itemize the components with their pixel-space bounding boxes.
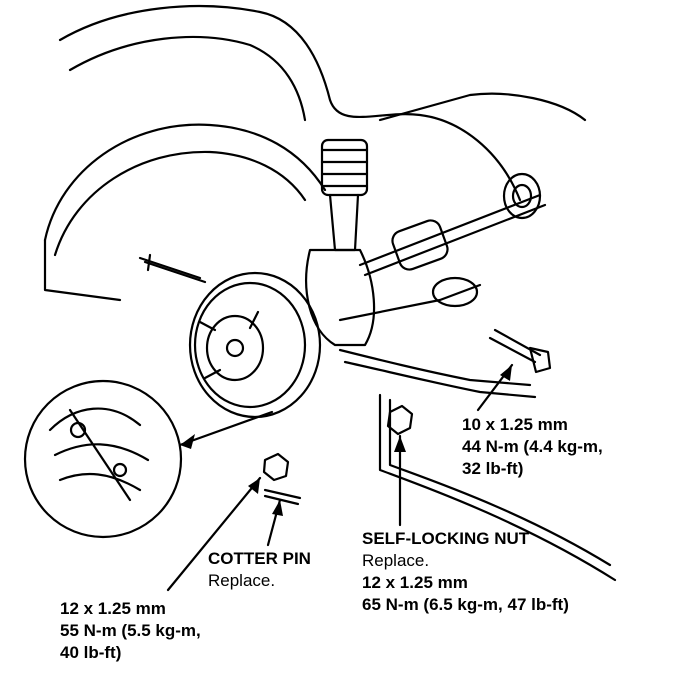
self-locking-nut-shape — [386, 404, 414, 436]
arrowhead-castle — [248, 478, 260, 494]
self-locking-nut-callout: SELF-LOCKING NUT Replace. 12 x 1.25 mm 6… — [362, 528, 569, 616]
lower-arm — [338, 348, 532, 387]
tie-rod-end — [431, 276, 479, 308]
self-locking-nut-size: 12 x 1.25 mm — [362, 573, 468, 592]
self-locking-nut-note: Replace. — [362, 551, 430, 570]
castle-nut-torque-line2: 40 lb-ft) — [60, 643, 122, 662]
castle-nut-torque-line1: 55 N-m (5.5 kg-m, — [60, 621, 201, 640]
tie-rod — [338, 283, 482, 322]
cotter-pin-title: COTTER PIN — [208, 549, 311, 568]
inset-detail-circle — [23, 379, 183, 539]
body-panel-right — [378, 92, 587, 122]
self-locking-nut-title: SELF-LOCKING NUT — [362, 529, 530, 548]
cotter-pin-note: Replace. — [208, 571, 276, 590]
upper-bolt-torque-line2: 32 lb-ft) — [462, 459, 524, 478]
cv-boot — [391, 219, 449, 271]
castle-nut-callout: 12 x 1.25 mm 55 N-m (5.5 kg-m, 40 lb-ft) — [60, 598, 201, 664]
fender-lower — [43, 238, 122, 302]
driveshaft-end — [502, 172, 542, 220]
castle-nut-leader — [166, 476, 262, 592]
inset-leader — [178, 410, 274, 447]
arrowhead-inset — [180, 434, 195, 449]
castle-nut-size: 12 x 1.25 mm — [60, 599, 166, 618]
driveshaft — [358, 193, 542, 267]
wheel-arch — [43, 123, 327, 242]
brake-disc — [188, 271, 322, 419]
castle-nut-shape — [262, 452, 290, 482]
cotter-pin-callout: COTTER PIN Replace. — [208, 548, 311, 592]
wheel-arch-inner — [53, 150, 307, 257]
fender-inner-line — [68, 35, 307, 122]
bolt-head — [528, 346, 552, 374]
upper-bolt-callout: 10 x 1.25 mm 44 N-m (4.4 kg-m, 32 lb-ft) — [462, 414, 603, 480]
hub — [205, 314, 265, 382]
upper-bolt-size: 10 x 1.25 mm — [462, 415, 568, 434]
strut-body — [328, 193, 360, 252]
upper-bolt-torque-line1: 44 N-m (4.4 kg-m, — [462, 437, 603, 456]
arrowhead-self-locking — [394, 436, 406, 452]
upper-bolt — [493, 328, 542, 357]
strut-spring — [320, 138, 369, 197]
cotter-pin-shape — [263, 488, 302, 506]
arrowhead-cotter — [272, 500, 283, 516]
frame-lines — [378, 393, 617, 582]
hub-bolt — [138, 253, 207, 284]
self-locking-nut-torque: 65 N-m (6.5 kg-m, 47 lb-ft) — [362, 595, 569, 614]
arrowhead-upper-bolt — [500, 365, 512, 381]
fender-outline — [58, 5, 522, 202]
wheel-stud — [198, 320, 217, 332]
